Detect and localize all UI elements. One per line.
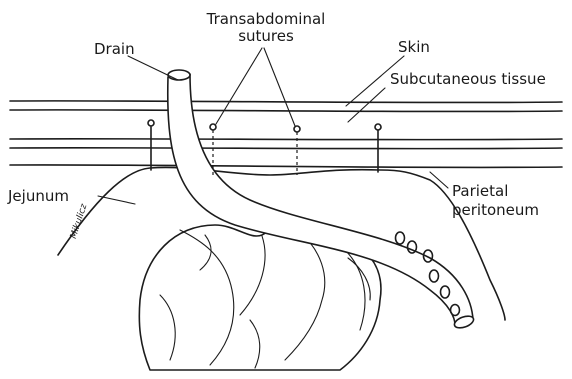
label-drain: Drain — [94, 41, 135, 57]
label-sutures: sutures — [196, 28, 336, 44]
label-peritoneum: peritoneum — [452, 202, 539, 218]
label-parietal: Parietal — [452, 183, 508, 199]
label-transabdominal: Transabdominal — [196, 11, 336, 27]
label-jejunum: Jejunum — [8, 188, 69, 204]
label-skin: Skin — [398, 39, 430, 55]
abdominal-wall-layers — [10, 101, 562, 168]
label-subcutaneous-tissue: Subcutaneous tissue — [390, 71, 546, 87]
